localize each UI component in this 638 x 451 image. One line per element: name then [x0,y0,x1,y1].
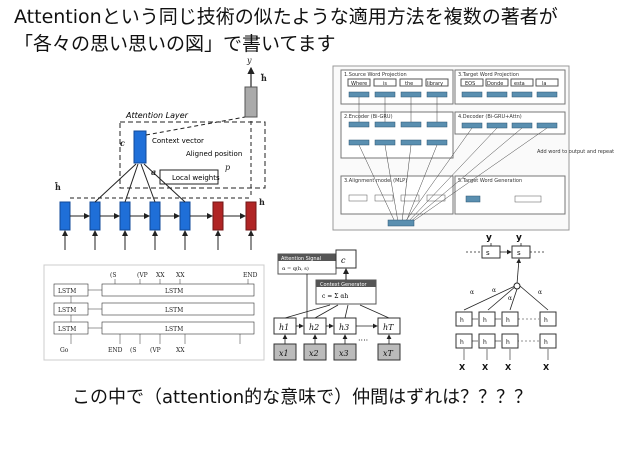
svg-text:h: h [544,339,548,346]
fig4-x2: x2 [309,349,319,358]
fig5-x-2: X [482,363,489,372]
fig3-top-token-3: XX [156,272,165,279]
fig4-h2: h2 [309,323,319,332]
fig5-x-1: X [459,363,466,372]
fig1-local-weights-box [159,169,219,185]
fig2-src-word-4: library [427,81,443,87]
fig1-attention-layer-label: Attention Layer [125,111,189,120]
fig5-alpha-2: α [492,287,496,294]
fig1-ct-label: c [120,138,125,148]
fig3-bottom-token-3: (S [130,347,136,354]
fig1-attention-layer-box [119,121,266,189]
fig4-signal-formula: α = q(h, s) [282,265,309,272]
svg-text:LSTM: LSTM [165,307,183,314]
fig2-decoder: 4.Decoder (Bi-GRU+Attn) [458,114,522,120]
fig3-top-token-1: (S [110,272,116,279]
fig1-ht-tilde-box [244,86,258,118]
fig1-ht-label: h [259,197,265,207]
fig2-tgt-word-1: EOS [465,81,475,87]
svg-text:h: h [460,317,464,324]
fig5-alpha-1: α [470,289,474,296]
fig1-context-vector-box [133,130,147,164]
fig2-tgt-word-2: Donde [487,81,503,87]
fig4-generator-formula: c = Σ αh [322,293,348,300]
fig1-hs-label: h̄ [54,182,61,192]
fig2-target-proj: 3.Target Word Projection [458,72,519,78]
fig5-y-t: y [516,233,522,243]
fig3-bottom-token-1: Go [60,347,69,354]
heading-line-1: Attentionという同じ技術の似たような適用方法を複数の著者が [14,6,558,28]
fig2-src-word-2: is [383,81,387,87]
fig3-lstm-row-2: LSTM [58,307,76,314]
figure-bahdanau: y y s s α α α α [455,233,557,372]
fig1-local-weights-label: Local weights [172,174,220,182]
svg-text:h: h [483,339,487,346]
fig5-s-t: s [517,249,521,257]
fig2-generation: 5.Target Word Generation [458,178,522,184]
svg-text:h: h [506,317,510,324]
fig1-ht-tilde-label: h̃ [260,73,267,83]
fig2-tgt-word-3: esta [514,81,525,87]
fig4-x1: x1 [279,349,289,358]
fig4-generator-title: Context Generator [320,282,368,288]
fig2-encoder: 2.Encoder (Bi-GRU) [344,114,393,120]
fig5-y-prev: y [486,233,492,243]
fig5-s-prev: s [486,249,490,257]
svg-text:h: h [460,339,464,346]
fig4-h1: h1 [279,323,289,332]
fig3-lstm-row-1: LSTM [58,288,76,295]
fig1-pt-label: p [225,163,230,172]
fig3-bottom-token-2: END [108,347,123,354]
fig2-note: Add word to output and repeat [537,149,614,155]
slide-caption: この中で（attention的な意味で）仲間はずれは？？？？ [72,387,533,408]
fig2-src-word-1: Where [351,81,367,87]
fig3-top-token-2: (VP [137,272,148,279]
figure-stacked-lstm: (S (VP XX XX END Go END (S (VP XX LSTM L… [43,264,265,361]
fig5-x-3: X [505,363,512,372]
fig2-tgt-word-4: la [542,81,546,87]
svg-text:h: h [506,339,510,346]
figure-local-attention: y h̃ Attention Layer c Context vector Al… [54,56,267,250]
fig1-context-vector-label: Context vector [152,137,204,145]
heading-line-2: 「各々の思い思いの図」で書いてます [14,33,336,55]
fig3-lstm-row-3: LSTM [58,326,76,333]
fig5-x-4: X [543,363,550,372]
svg-text:LSTM: LSTM [165,326,183,333]
fig4-h3: h3 [339,323,349,332]
svg-text:h: h [544,317,548,324]
fig4-dots: ···· [358,336,368,345]
fig2-src-word-3: the [405,81,413,87]
fig4-xT: xT [383,349,394,358]
fig4-signal-title: Attention Signal [281,256,321,262]
fig3-bottom-token-5: XX [176,347,185,354]
figure-pipeline: 1.Source Word Projection 3.Target Word P… [332,65,614,231]
slide-heading: Attentionという同じ技術の似たような適用方法を複数の著者が 「各々の思い… [14,4,614,58]
figure-context-generator: Attention Signal α = q(h, s) c Context G… [273,249,401,361]
fig1-aligned-position-label: Aligned position [186,150,242,158]
fig3-top-token-5: END [243,272,258,279]
fig3-top-token-4: XX [176,272,185,279]
fig3-bottom-token-4: (VP [150,347,161,354]
fig4-hT: hT [383,323,394,332]
svg-text:LSTM: LSTM [165,288,183,295]
fig5-alpha-4: α [538,289,542,296]
fig4-x3: x3 [339,349,349,358]
fig1-at-label: a [151,167,156,177]
fig2-source-proj: 1.Source Word Projection [344,72,407,78]
svg-text:h: h [483,317,487,324]
fig1-yt-label: y [246,56,252,65]
fig5-alpha-3: α [508,295,512,302]
fig4-ct: c [341,256,346,265]
